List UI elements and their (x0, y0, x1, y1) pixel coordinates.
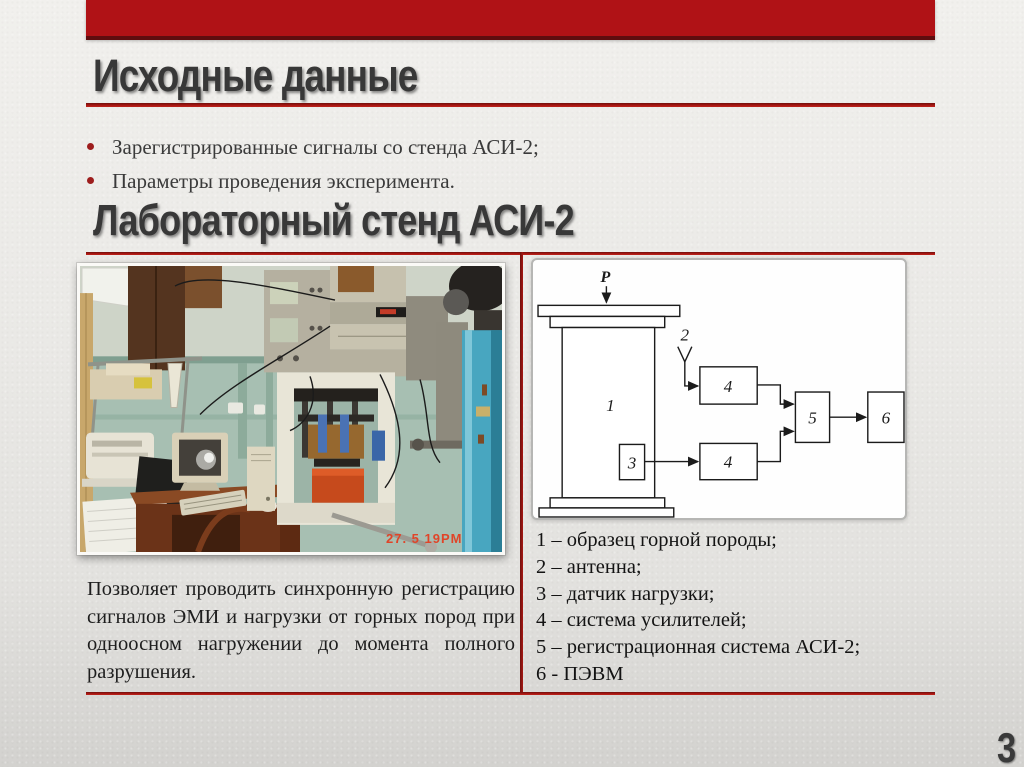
photo-timestamp: 27. 5 19PM (386, 531, 462, 546)
diagram-card: P 1 3 2 4 4 5 (531, 258, 907, 520)
page-title: Исходные данные (93, 50, 418, 101)
diagram-label-antenna: 2 (681, 326, 690, 345)
bullet-icon (87, 143, 94, 150)
press-upper-platen (549, 315, 666, 329)
legend-item: 5 – регистрационная система АСИ-2; (536, 636, 861, 659)
antenna-icon (677, 346, 693, 364)
bullet-item: Параметры проведения эксперимента. (84, 168, 684, 194)
bullet-list: Зарегистрированные сигналы со стенда АСИ… (84, 134, 684, 202)
computer-box (867, 391, 905, 444)
diagram-label-amplifier-top: 4 (724, 377, 733, 396)
description-text: Позволяет проводить синхронную регистрац… (87, 578, 515, 683)
diagram-label-computer: 6 (882, 408, 891, 427)
legend-item: 4 – система усилителей; (536, 609, 747, 632)
press-top-plate (537, 304, 681, 318)
page-number: 3 (996, 724, 1016, 767)
content-divider-top (86, 252, 935, 255)
legend-item: 1 – образец горной породы; (536, 529, 777, 551)
bullet-item: Зарегистрированные сигналы со стенда АСИ… (84, 134, 684, 160)
amplifier-bottom-box (699, 442, 758, 481)
amplifier-top-box (699, 366, 758, 405)
stand-diagram: P 1 3 2 4 4 5 (537, 269, 905, 518)
bullet-icon (87, 177, 94, 184)
lab-photo: 27. 5 19PM (77, 263, 505, 555)
diagram-label-amplifier-bottom: 4 (724, 453, 733, 472)
legend-item: 2 – антенна; (536, 555, 642, 578)
legend-item: 6 - ПЭВМ (536, 662, 624, 685)
diagram-legend: 1 – образец горной породы; 2 – антенна; … (536, 527, 931, 688)
diagram-label-load: P (599, 269, 610, 286)
diagram-label-sensor: 3 (627, 454, 637, 473)
lab-photo-graphic: 27. 5 19PM (80, 266, 502, 552)
title-underline (86, 103, 935, 107)
diagram-label-specimen: 1 (606, 396, 615, 415)
content-divider-bottom (86, 692, 935, 695)
load-sensor-box (618, 443, 646, 481)
press-lower-platen (549, 497, 666, 509)
content-divider-vertical (520, 252, 523, 695)
accent-bar (86, 0, 935, 40)
legend-item: 3 – датчик нагрузки; (536, 582, 715, 605)
section-subtitle: Лабораторный стенд АСИ-2 (93, 196, 575, 245)
press-bottom-plate (538, 507, 675, 518)
bullet-text: Зарегистрированные сигналы со стенда АСИ… (112, 135, 539, 159)
bullet-text: Параметры проведения эксперимента. (112, 169, 455, 193)
diagram-label-recorder: 5 (808, 408, 817, 427)
